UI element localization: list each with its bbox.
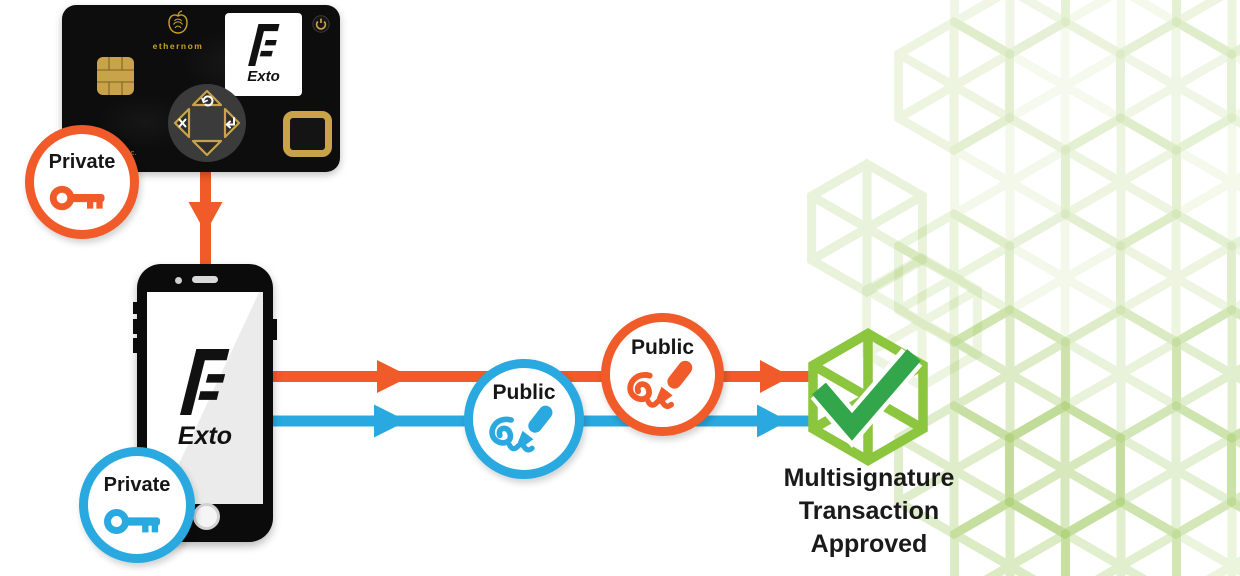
ethernom-brand: ethernom [148,9,208,51]
exto-logo-tile: Exto [225,13,302,96]
enter-button [223,107,241,139]
camera-icon [175,277,182,284]
chip-icon [97,57,134,95]
volume-down-button [133,338,137,353]
close-icon [178,118,187,128]
power-button [273,319,277,340]
result-line-1: Multisignature [783,464,955,492]
down-button [191,139,223,157]
private-key-badge-card: Private [25,125,139,239]
home-button [193,503,220,530]
volume-up-button [133,319,137,334]
speaker-icon [192,276,218,283]
undo-icon-arrow [201,97,208,104]
signature-pen-icon [489,405,553,453]
navigation-pad [168,84,246,162]
cube-pattern-background [807,0,1240,576]
card-to-phone-arrow [188,170,223,267]
check-icon [810,348,923,448]
private-key-badge-phone: Private [79,447,195,563]
public-label: Public [630,336,694,359]
fingerprint-sensor-icon [283,111,332,157]
brand-name: ethernom [152,41,204,51]
exto-e-logo-icon [247,24,280,66]
private-label: Private [48,151,116,173]
apple-fingerprint-logo-icon [168,10,188,34]
result-line-3: Approved [810,530,928,558]
exto-e-logo-icon [179,348,230,415]
key-icon [104,509,161,534]
public-signature-badge-blue: Public [464,359,584,479]
result-line-2: Transaction [798,497,940,525]
ethernom-smart-card: ethernom Exto [62,5,340,172]
private-label: Private [103,474,171,496]
result-caption: Multisignature Transaction Approved [719,462,1019,561]
enter-icon [225,117,235,129]
approval-cube [808,328,928,466]
public-signature-badge-orange: Public [601,313,724,436]
undo-icon [202,95,214,107]
public-label: Public [492,381,556,404]
mute-switch [133,302,137,314]
signature-pen-icon [626,360,692,410]
exto-wordmark: Exto [247,68,280,85]
exto-wordmark: Exto [177,421,233,450]
power-icon [312,15,330,33]
key-icon [49,185,105,211]
